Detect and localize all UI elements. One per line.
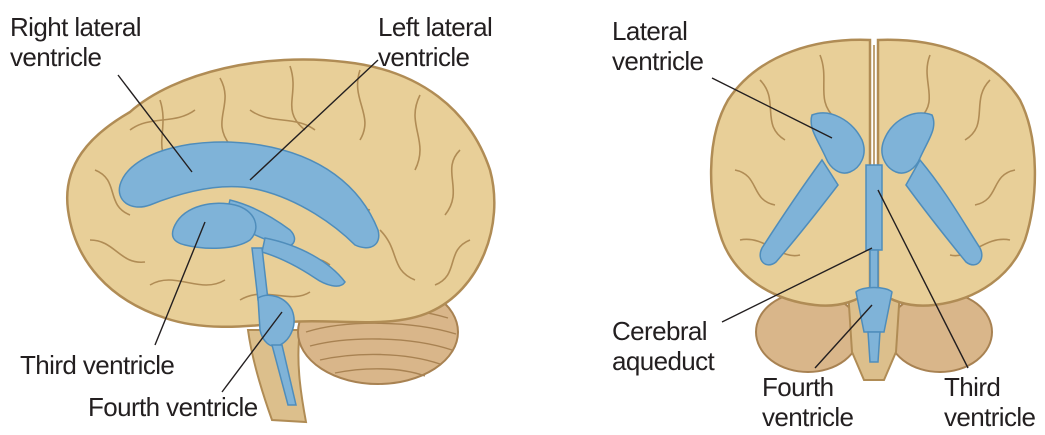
label-cerebral-aqueduct: Cerebral aqueduct [612, 316, 714, 376]
front-third-ventricle [866, 165, 882, 250]
label-lateral-ventricle-front: Lateral ventricle [612, 16, 703, 76]
label-third-ventricle-front: Third ventricle [944, 372, 1035, 432]
label-third-ventricle-side: Third ventricle [20, 350, 174, 380]
front-central-canal [868, 332, 880, 362]
label-fourth-ventricle-side: Fourth ventricle [88, 392, 258, 422]
label-left-lateral-ventricle: Left lateral ventricle [378, 12, 492, 72]
front-view-brain [711, 40, 1035, 380]
label-fourth-ventricle-front: Fourth ventricle [762, 372, 853, 432]
label-right-lateral-ventricle: Right lateral ventricle [10, 12, 141, 72]
front-aqueduct [870, 250, 878, 290]
